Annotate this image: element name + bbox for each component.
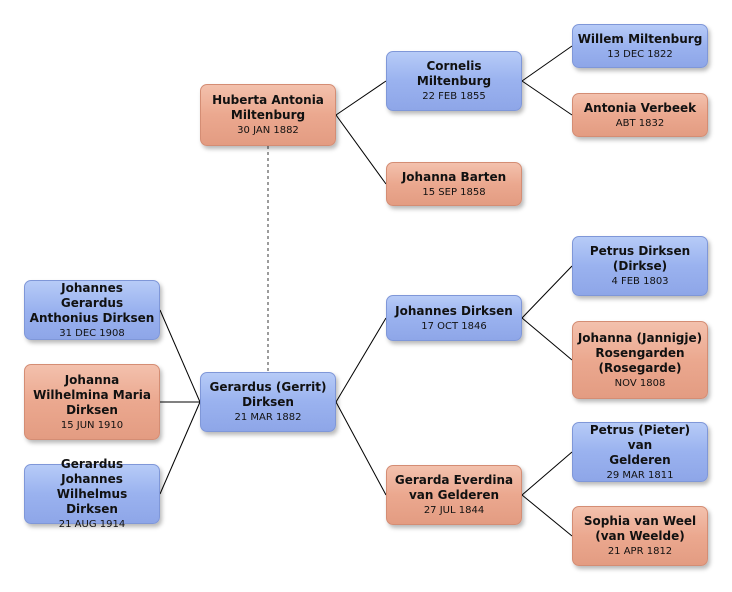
- person-date: 27 JUL 1844: [423, 505, 485, 516]
- person-box-child2[interactable]: Johanna Wilhelmina Maria Dirksen 15 JUN …: [24, 364, 160, 440]
- connector-mother-mm: [521, 494, 573, 537]
- person-name: Johanna Wilhelmina Maria Dirksen: [33, 372, 151, 417]
- person-box-fm[interactable]: Johanna (Jannigje) Rosengarden (Rosegard…: [572, 321, 708, 399]
- person-date: NOV 1808: [614, 377, 666, 389]
- person-name: Antonia Verbeek: [583, 100, 697, 115]
- person-date: 30 JAN 1882: [237, 125, 299, 136]
- person-box-ff[interactable]: Petrus Dirksen (Dirkse) 4 FEB 1803: [572, 236, 708, 296]
- person-date: 31 DEC 1908: [59, 327, 125, 339]
- person-name: Huberta Antonia Miltenburg: [212, 93, 324, 122]
- person-box-root[interactable]: Gerardus (Gerrit) Dirksen 21 MAR 1882: [200, 372, 336, 432]
- person-box-spouse-mother[interactable]: Johanna Barten 15 SEP 1858: [386, 162, 522, 206]
- person-name: Johannes Dirksen: [395, 303, 513, 318]
- person-date: 29 MAR 1811: [606, 469, 674, 481]
- connector-sfather-fm: [521, 80, 573, 116]
- person-date: 17 OCT 1846: [421, 320, 487, 332]
- person-box-spouse-father[interactable]: Cornelis Miltenburg 22 FEB 1855: [386, 51, 522, 111]
- connector-spouse-mother: [335, 114, 387, 185]
- person-date: ABT 1832: [615, 117, 665, 129]
- person-date: 4 FEB 1803: [611, 276, 669, 287]
- person-date: 21 MAR 1882: [234, 412, 302, 423]
- person-name: Johanna Barten: [401, 169, 507, 184]
- person-date: 13 DEC 1822: [607, 48, 673, 60]
- person-date: 15 SEP 1858: [422, 186, 486, 198]
- person-box-spouse-ff[interactable]: Willem Miltenburg 13 DEC 1822: [572, 24, 708, 68]
- person-name: Johanna (Jannigje) Rosengarden (Rosegard…: [577, 330, 703, 375]
- person-box-mm[interactable]: Sophia van Weel (van Weelde) 21 APR 1812: [572, 506, 708, 566]
- person-box-spouse[interactable]: Huberta Antonia Miltenburg 30 JAN 1882: [200, 84, 336, 146]
- person-name: Gerardus Johannes Wilhelmus Dirksen: [56, 457, 128, 516]
- connector-child3: [159, 401, 201, 495]
- person-box-child3[interactable]: Gerardus Johannes Wilhelmus Dirksen 21 A…: [24, 457, 160, 530]
- person-date: 15 JUN 1910: [60, 419, 124, 431]
- person-box-father[interactable]: Johannes Dirksen 17 OCT 1846: [386, 295, 522, 341]
- person-box-child1[interactable]: Johannes Gerardus Anthonius Dirksen 31 D…: [24, 280, 160, 340]
- connector-root-father: [335, 317, 387, 403]
- connector-root-mother: [335, 401, 387, 496]
- person-name: Petrus Dirksen (Dirkse): [589, 244, 691, 273]
- connector-spouse-father: [335, 80, 387, 116]
- person-name: Johannes Gerardus Anthonius Dirksen: [29, 280, 155, 325]
- person-date: 21 AUG 1914: [58, 519, 126, 530]
- person-name: Willem Miltenburg: [577, 31, 703, 46]
- person-name: Sophia van Weel (van Weelde): [583, 514, 697, 543]
- connector-father-fm: [521, 317, 573, 361]
- person-box-mf[interactable]: Petrus (Pieter) van Gelderen 29 MAR 1811: [572, 422, 708, 482]
- person-name: Gerarda Everdina van Gelderen: [394, 473, 514, 502]
- person-name: Cornelis Miltenburg: [416, 59, 492, 88]
- person-date: 22 FEB 1855: [422, 91, 486, 102]
- person-box-spouse-fm[interactable]: Antonia Verbeek ABT 1832: [572, 93, 708, 137]
- connector-mother-mf: [521, 451, 573, 496]
- connector-sfather-ff: [521, 45, 573, 82]
- connector-father-ff: [521, 265, 573, 319]
- connector-child1: [159, 309, 201, 403]
- person-box-mother[interactable]: Gerarda Everdina van Gelderen 27 JUL 184…: [386, 465, 522, 525]
- person-date: 21 APR 1812: [607, 546, 673, 557]
- person-name: Petrus (Pieter) van Gelderen: [589, 422, 691, 467]
- person-name: Gerardus (Gerrit) Dirksen: [209, 380, 327, 409]
